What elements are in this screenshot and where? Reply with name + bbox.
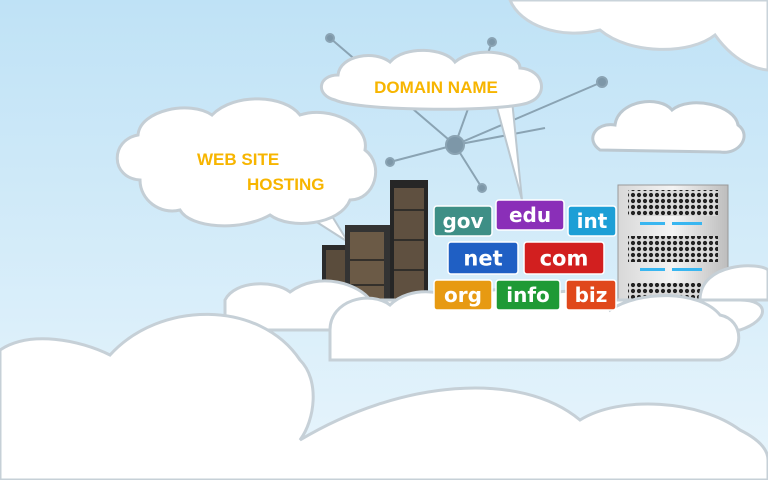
top-right-cloud — [508, 0, 768, 72]
tag-background — [433, 205, 493, 237]
domain-tag-com: com — [523, 241, 605, 275]
tag-label: org — [444, 283, 482, 307]
tag-label: info — [506, 283, 550, 307]
tag-background — [495, 279, 561, 311]
tag-label: net — [463, 247, 502, 271]
domain-tag-int: int — [567, 205, 617, 237]
rack-server — [617, 184, 729, 316]
domain-tag-edu: edu — [495, 199, 565, 231]
domain-tag-net: net — [447, 241, 519, 275]
network-diagram — [325, 33, 608, 193]
domain-tag-gov: gov — [433, 205, 493, 237]
tag-label: int — [577, 209, 608, 233]
tag-label: biz — [575, 283, 608, 307]
domain-name-bubble: DOMAIN NAME — [320, 48, 543, 201]
web-hosting-bubble: WEB SITE HOSTING — [115, 97, 378, 243]
tag-label: edu — [509, 203, 551, 227]
small-cloud — [591, 100, 746, 154]
tag-label: gov — [442, 209, 483, 233]
domain-name-label: DOMAIN NAME — [374, 78, 498, 97]
tag-background — [447, 241, 519, 275]
bottom-clouds — [0, 264, 768, 480]
domain-tag-biz: biz — [565, 279, 617, 311]
hosting-label: HOSTING — [247, 175, 324, 194]
web-site-label: WEB SITE — [197, 150, 279, 169]
tag-background — [565, 279, 617, 311]
tag-background — [495, 199, 565, 231]
tag-background — [523, 241, 605, 275]
domain-tag-org: org — [433, 279, 493, 311]
tag-background — [433, 279, 493, 311]
tag-label: com — [540, 247, 589, 271]
domain-tag-info: info — [495, 279, 561, 311]
tag-background — [567, 205, 617, 237]
